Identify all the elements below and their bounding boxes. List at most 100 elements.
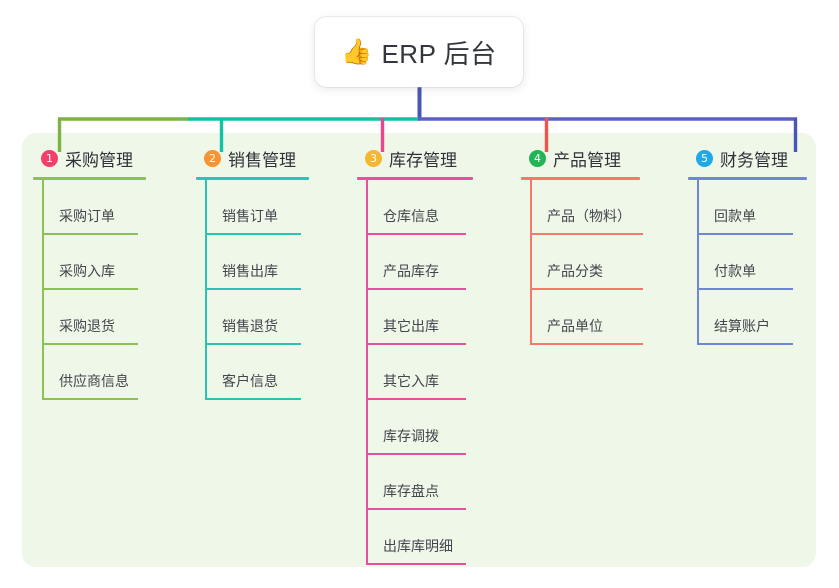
branch-header-rule: [196, 177, 309, 180]
branch-spine: [366, 180, 368, 565]
leaf-rule: [205, 398, 301, 400]
branch-column-3: 3 库存管理仓库信息产品库存其它出库其它入库库存调拨库存盘点出库库明细: [357, 146, 477, 565]
leaf-rule: [366, 563, 466, 565]
leaf-rule: [205, 343, 301, 345]
leaf-rule: [366, 508, 466, 510]
leaf-node[interactable]: 库存盘点: [357, 455, 477, 510]
leaf-node[interactable]: 仓库信息: [357, 180, 477, 235]
leaf-node[interactable]: 其它入库: [357, 345, 477, 400]
leaf-node[interactable]: 采购退货: [33, 290, 150, 345]
branch-leaf-list: 仓库信息产品库存其它出库其它入库库存调拨库存盘点出库库明细: [357, 180, 477, 565]
branch-number-badge: 2: [204, 149, 221, 167]
leaf-node[interactable]: 采购订单: [33, 180, 150, 235]
leaf-label: 采购入库: [59, 263, 115, 279]
branch-number-badge: 3: [365, 149, 382, 167]
branch-header-5[interactable]: 5 财务管理: [688, 146, 811, 170]
leaf-node[interactable]: 产品单位: [521, 290, 644, 345]
root-node[interactable]: 👍 ERP 后台: [315, 17, 523, 87]
leaf-rule: [42, 398, 138, 400]
diagram-background-panel: [22, 133, 816, 567]
leaf-rule: [366, 343, 466, 345]
branch-leaf-list: 回款单付款单结算账户: [688, 180, 811, 345]
leaf-node[interactable]: 销售订单: [196, 180, 313, 235]
branch-spine: [530, 180, 532, 345]
leaf-label: 销售订单: [222, 208, 278, 224]
leaf-label: 供应商信息: [59, 373, 129, 389]
branch-header-rule: [33, 177, 146, 180]
leaf-rule: [530, 288, 643, 290]
leaf-rule: [42, 233, 138, 235]
branch-header-rule: [357, 177, 473, 180]
leaf-rule: [530, 343, 643, 345]
branch-leaf-list: 销售订单销售出库销售退货客户信息: [196, 180, 313, 400]
leaf-rule: [366, 233, 466, 235]
branch-title: 产品管理: [553, 150, 621, 170]
leaf-label: 产品（物料）: [547, 208, 631, 224]
leaf-label: 销售退货: [222, 318, 278, 334]
leaf-label: 产品分类: [547, 263, 603, 279]
leaf-rule: [366, 453, 466, 455]
leaf-label: 仓库信息: [383, 208, 439, 224]
leaf-label: 采购订单: [59, 208, 115, 224]
leaf-label: 其它出库: [383, 318, 439, 334]
leaf-label: 回款单: [714, 208, 756, 224]
leaf-rule: [697, 288, 793, 290]
branch-number-badge: 4: [529, 149, 546, 167]
leaf-label: 客户信息: [222, 373, 278, 389]
branch-number-badge: 5: [696, 149, 713, 167]
leaf-rule: [205, 233, 301, 235]
branch-header-4[interactable]: 4 产品管理: [521, 146, 644, 170]
branch-number-badge: 1: [41, 149, 58, 167]
leaf-label: 采购退货: [59, 318, 115, 334]
branch-column-5: 5 财务管理回款单付款单结算账户: [688, 146, 811, 345]
leaf-rule: [366, 288, 466, 290]
leaf-label: 产品库存: [383, 263, 439, 279]
leaf-node[interactable]: 产品库存: [357, 235, 477, 290]
leaf-node[interactable]: 产品（物料）: [521, 180, 644, 235]
leaf-label: 销售出库: [222, 263, 278, 279]
leaf-node[interactable]: 供应商信息: [33, 345, 150, 400]
leaf-rule: [42, 343, 138, 345]
branch-title: 库存管理: [389, 150, 457, 170]
branch-column-4: 4 产品管理产品（物料） 产品分类产品单位: [521, 146, 644, 345]
branch-header-3[interactable]: 3 库存管理: [357, 146, 477, 170]
leaf-rule: [697, 233, 793, 235]
leaf-node[interactable]: 付款单: [688, 235, 811, 290]
leaf-node[interactable]: 采购入库: [33, 235, 150, 290]
branch-title: 财务管理: [720, 150, 788, 170]
leaf-label: 出库库明细: [383, 538, 453, 554]
branch-title: 销售管理: [228, 150, 296, 170]
leaf-rule: [530, 233, 643, 235]
leaf-node[interactable]: 销售退货: [196, 290, 313, 345]
root-node-label: ERP 后台: [381, 38, 497, 69]
branch-header-rule: [521, 177, 640, 180]
leaf-label: 其它入库: [383, 373, 439, 389]
leaf-node[interactable]: 结算账户: [688, 290, 811, 345]
branch-spine: [42, 180, 44, 400]
branch-column-2: 2 销售管理销售订单销售出库销售退货客户信息: [196, 146, 313, 400]
leaf-rule: [697, 343, 793, 345]
leaf-node[interactable]: 回款单: [688, 180, 811, 235]
branch-spine: [697, 180, 699, 345]
leaf-node[interactable]: 销售出库: [196, 235, 313, 290]
branch-spine: [205, 180, 207, 400]
branch-header-2[interactable]: 2 销售管理: [196, 146, 313, 170]
leaf-node[interactable]: 客户信息: [196, 345, 313, 400]
leaf-rule: [42, 288, 138, 290]
branch-title: 采购管理: [65, 150, 133, 170]
branch-leaf-list: 采购订单采购入库采购退货供应商信息: [33, 180, 150, 400]
leaf-node[interactable]: 库存调拨: [357, 400, 477, 455]
leaf-node[interactable]: 产品分类: [521, 235, 644, 290]
leaf-node[interactable]: 其它出库: [357, 290, 477, 345]
leaf-rule: [366, 398, 466, 400]
branch-header-1[interactable]: 1 采购管理: [33, 146, 150, 170]
leaf-label: 库存调拨: [383, 428, 439, 444]
leaf-rule: [205, 288, 301, 290]
leaf-label: 库存盘点: [383, 483, 439, 499]
branch-header-rule: [688, 177, 807, 180]
leaf-label: 付款单: [714, 263, 756, 279]
leaf-node[interactable]: 出库库明细: [357, 510, 477, 565]
branch-leaf-list: 产品（物料） 产品分类产品单位: [521, 180, 644, 345]
root-node-content: 👍 ERP 后台: [341, 34, 496, 71]
